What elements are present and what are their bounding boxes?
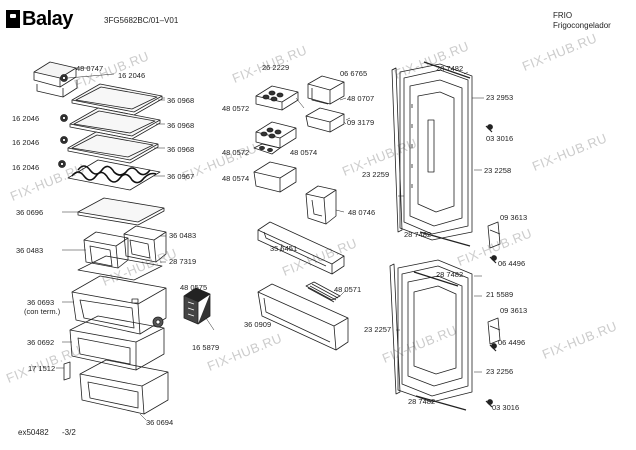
fridge-door-drawing [391,63,473,241]
part-label: 17 1512 [28,364,56,373]
part-label: 48 0747 [76,64,104,73]
part-label-note: (con term.) [24,307,61,316]
part-label: 36 0967 [167,172,195,181]
glass-shelf-1-drawing [71,83,165,116]
brand-logo: Balay [6,7,73,31]
part-label: 36 0693 [27,298,55,307]
part-label: 36 0483 [16,246,44,255]
bottle-holder-drawing [305,107,345,133]
model-code: 3FG5682BC/01–V01 [104,16,179,25]
part-label: 28 7482 [408,397,436,406]
wine-rack-drawing [67,159,161,191]
part-label: 28 7482 [436,270,464,279]
door-seal-strips-drawing [413,61,471,411]
subcategory-label: Frigocongelador [553,21,611,30]
door-bottle-bin-drawing [257,283,349,351]
part-label: 48 0571 [334,285,362,294]
category-label: FRIO [553,11,573,20]
part-label: 06 4496 [498,338,526,347]
part-label: 21 5589 [486,290,514,299]
freezer-drawer-1-drawing [71,275,167,335]
glass-shelf-2-drawing [69,107,161,140]
door-bin-small-drawing [253,161,297,193]
part-label: 16 2046 [12,114,40,123]
part-label: 26 2229 [262,63,290,72]
dairy-box-drawing [307,75,345,105]
clip-drawing [63,361,71,381]
screw-drawings [58,74,68,168]
page-number: -3/2 [62,428,76,437]
part-label: 48 0572 [222,148,250,157]
egg-tray-2-drawing [253,121,297,155]
part-label: 48 0575 [180,283,208,292]
part-label: 09 3179 [347,118,375,127]
part-label: 16 2046 [12,163,40,172]
part-label: 23 2258 [484,166,512,175]
part-label: 23 2259 [362,170,390,179]
crisper-drawers-drawing [77,225,167,281]
brand-name: Balay [22,7,73,30]
part-label: 48 0572 [222,104,250,113]
glass-shelf-3-drawing [67,131,159,164]
part-label: 23 2256 [486,367,514,376]
part-label: 36 0483 [169,231,197,240]
door-shelf-drawing [257,221,345,275]
part-label: 36 0968 [167,145,195,154]
brand-mark-icon [6,10,20,28]
part-label: 36 0694 [146,418,174,427]
part-label: 23 2953 [486,93,514,102]
part-label: 16 5879 [192,343,220,352]
part-label: 28 7319 [169,257,197,266]
butter-box-drawing [33,61,90,98]
part-label: 16 2046 [118,71,146,80]
glass-shelf-4-drawing [77,197,165,226]
freezer-drawer-3-drawing [79,359,169,415]
part-label: 23 2257 [364,325,392,334]
ice-tray-drawing [183,287,211,325]
part-label: 48 0746 [348,208,376,217]
part-label: 36 0909 [244,320,272,329]
part-label: 28 7482 [436,64,464,73]
part-label: 48 0707 [347,94,375,103]
part-label: 35 6451 [270,244,298,253]
part-label: 09 3613 [500,306,528,315]
part-label: 36 0968 [167,121,195,130]
part-label: 36 0692 [27,338,55,347]
freezer-door-drawing [389,259,473,403]
egg-tray-1-drawing [255,85,299,111]
part-label: 06 6765 [340,69,368,78]
part-label: 48 0574 [290,148,318,157]
bottle-rack-drawing [305,185,337,225]
doc-code: ex50482 [18,428,49,437]
hinge-drawings [485,124,501,408]
part-label: 03 3016 [486,134,514,143]
part-label: 06 4496 [498,259,526,268]
part-label: 36 0696 [16,208,44,217]
freezer-drawer-2-drawing [69,315,165,371]
part-label: 03 3016 [492,403,520,412]
part-label: 36 0968 [167,96,195,105]
leader-lines [56,71,484,421]
part-label: 09 3613 [500,213,528,222]
part-label: 16 2046 [12,138,40,147]
part-label: 28 7482 [404,230,432,239]
part-label: 48 0574 [222,174,250,183]
